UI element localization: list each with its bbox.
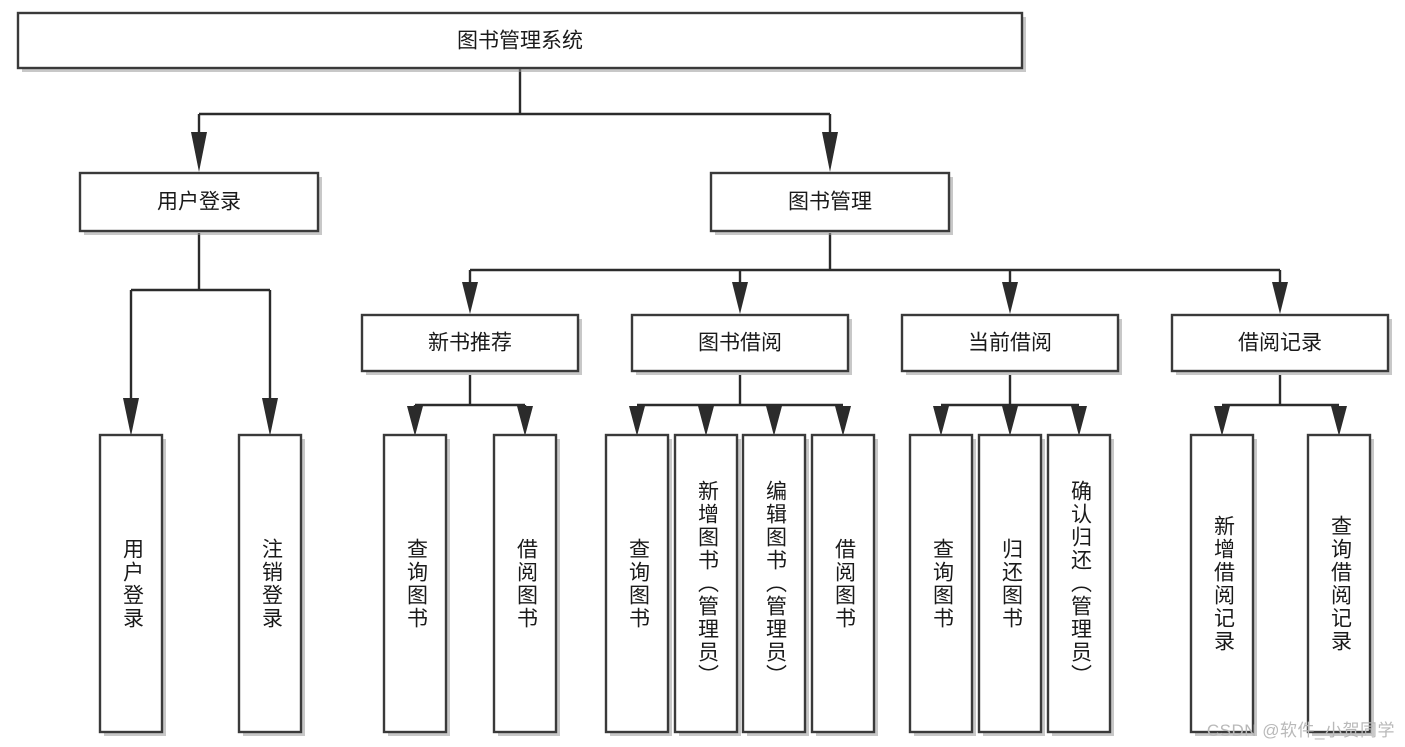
leaf-node-4[interactable] <box>604 433 672 736</box>
arrow-book-mgmt-to-current <box>1002 282 1018 314</box>
connector-group-new-book <box>407 375 533 436</box>
arrow-record-leaf-2 <box>1331 406 1347 436</box>
arrow-root-to-user-login <box>191 132 207 172</box>
connector-group-user-login <box>123 233 278 436</box>
leaf-node-6[interactable] <box>741 433 809 736</box>
node-new-book-recommend-label: 新书推荐 <box>428 332 512 355</box>
arrow-current-leaf-3 <box>1071 406 1087 436</box>
connector-group-record <box>1214 375 1347 436</box>
leaf-node-2[interactable] <box>382 433 450 736</box>
csdn-watermark: CSDN @软件_小贺同学 <box>1206 721 1395 740</box>
arrow-book-mgmt-to-new-book <box>462 282 478 314</box>
arrow-book-mgmt-to-borrow <box>732 282 748 314</box>
leaf-node-0[interactable] <box>98 433 166 736</box>
arrow-borrow-leaf-3 <box>766 406 782 436</box>
leaf-node-12[interactable] <box>1306 433 1374 736</box>
node-book-management-label: 图书管理 <box>788 191 872 214</box>
arrow-borrow-leaf-4 <box>835 406 851 436</box>
leaf-node-3[interactable] <box>492 433 560 736</box>
leaf-node-5[interactable] <box>673 433 741 736</box>
arrow-borrow-leaf-1 <box>629 406 645 436</box>
node-current-borrow[interactable] <box>900 313 1122 375</box>
arrow-book-mgmt-to-record <box>1272 282 1288 314</box>
node-book-borrow[interactable] <box>630 313 852 375</box>
arrow-new-book-leaf-2 <box>517 406 533 436</box>
node-user-login[interactable] <box>78 171 322 235</box>
connector-group-book-mgmt <box>462 233 1288 314</box>
node-current-borrow-label: 当前借阅 <box>968 332 1052 355</box>
connector-group-borrow <box>629 375 851 436</box>
arrow-borrow-leaf-2 <box>698 406 714 436</box>
node-root-label: 图书管理系统 <box>457 30 583 53</box>
node-book-management[interactable] <box>709 171 953 235</box>
arrow-current-leaf-2 <box>1002 406 1018 436</box>
node-new-book-recommend[interactable] <box>360 313 582 375</box>
arrow-current-leaf-1 <box>933 406 949 436</box>
node-book-borrow-label: 图书借阅 <box>698 332 782 355</box>
leaf-node-7[interactable] <box>810 433 878 736</box>
leaf-node-10[interactable] <box>1046 433 1114 736</box>
node-root[interactable] <box>16 11 1026 72</box>
leaf-box-group <box>98 433 1374 736</box>
arrow-record-leaf-1 <box>1214 406 1230 436</box>
arrow-new-book-leaf-1 <box>407 406 423 436</box>
leaf-node-9[interactable] <box>977 433 1045 736</box>
leaf-node-11[interactable] <box>1189 433 1257 736</box>
leaf-node-8[interactable] <box>908 433 976 736</box>
leaf-node-1[interactable] <box>237 433 305 736</box>
arrow-root-to-book-mgmt <box>822 132 838 172</box>
connector-group-root <box>191 68 838 172</box>
node-borrow-record[interactable] <box>1170 313 1392 375</box>
node-user-login-label: 用户登录 <box>157 191 241 214</box>
arrow-user-login-leaf-1 <box>123 398 139 436</box>
node-borrow-record-label: 借阅记录 <box>1238 332 1322 355</box>
arrow-user-login-leaf-2 <box>262 398 278 436</box>
connector-group-current <box>933 375 1087 436</box>
